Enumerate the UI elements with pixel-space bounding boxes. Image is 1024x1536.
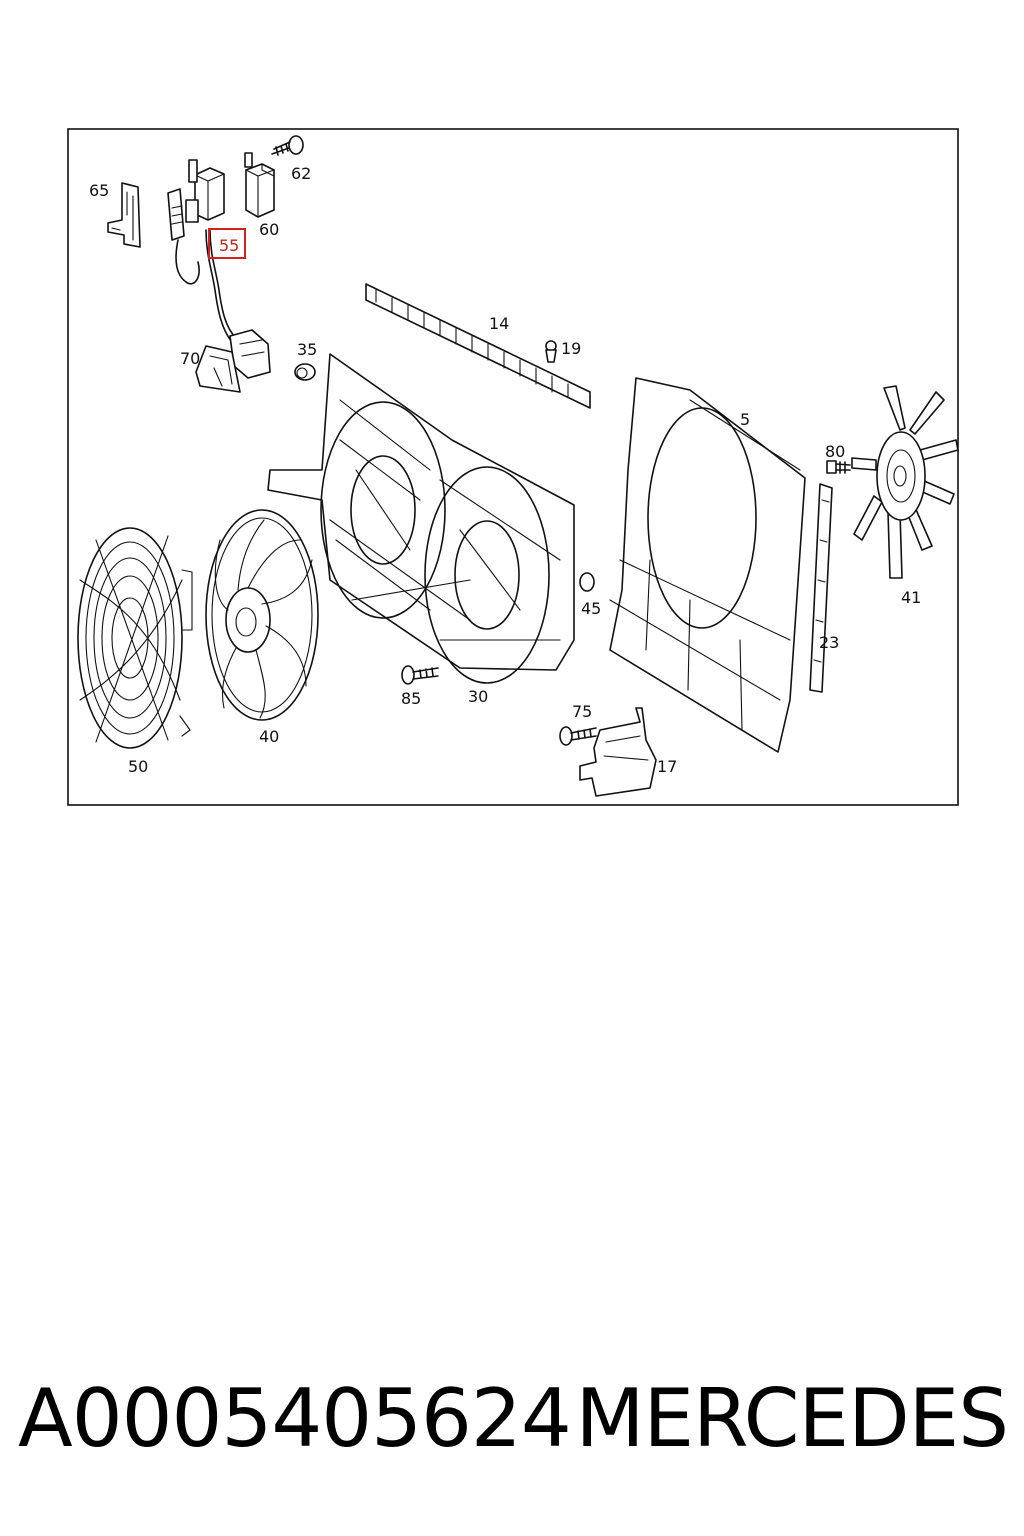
part-75-screw (559, 726, 597, 746)
callout-75: 75 (572, 702, 592, 721)
part-45-grommet (579, 572, 595, 592)
part-19-clip (545, 340, 557, 363)
part-41-fan-clutch (851, 385, 959, 579)
part-62-screw (271, 135, 304, 156)
part-14-seal (365, 283, 591, 409)
callout-17: 17 (657, 757, 677, 776)
part-5-shroud (609, 377, 806, 753)
part-85-screw (401, 665, 439, 685)
callout-62: 62 (291, 164, 311, 183)
callout-85: 85 (401, 689, 421, 708)
part-70-bracket (195, 345, 241, 393)
part-number: A0005405624 (18, 1371, 572, 1465)
part-50-fan-guard (77, 527, 193, 749)
callout-70: 70 (180, 349, 200, 368)
part-23-strip (809, 483, 833, 693)
callout-50: 50 (128, 757, 148, 776)
callout-23: 23 (819, 633, 839, 652)
callout-35: 35 (297, 340, 317, 359)
diagram-frame (67, 128, 959, 806)
callout-5: 5 (740, 410, 750, 429)
callout-45: 45 (581, 599, 601, 618)
part-35-grommet (294, 363, 316, 381)
part-80-bolt (826, 460, 851, 474)
part-40-fan (205, 509, 319, 721)
part-17-bracket (579, 707, 657, 797)
callout-80: 80 (825, 442, 845, 461)
callout-40: 40 (259, 727, 279, 746)
callout-30: 30 (468, 687, 488, 706)
callout-60: 60 (259, 220, 279, 239)
caption: A0005405624 MERCEDES (18, 1368, 1009, 1468)
callout-65: 65 (89, 181, 109, 200)
callout-19: 19 (561, 339, 581, 358)
callout-14: 14 (489, 314, 509, 333)
part-60-relay (244, 152, 275, 218)
parts-diagram: 65 62 60 55 70 35 14 19 5 80 41 45 23 30… (67, 128, 959, 806)
part-65-bracket (107, 182, 141, 248)
callout-41: 41 (901, 588, 921, 607)
brand-name: MERCEDES (575, 1371, 1009, 1465)
part-30-shroud (267, 353, 575, 684)
highlight-box-55 (208, 228, 246, 259)
callout-55: 55 (219, 236, 239, 255)
